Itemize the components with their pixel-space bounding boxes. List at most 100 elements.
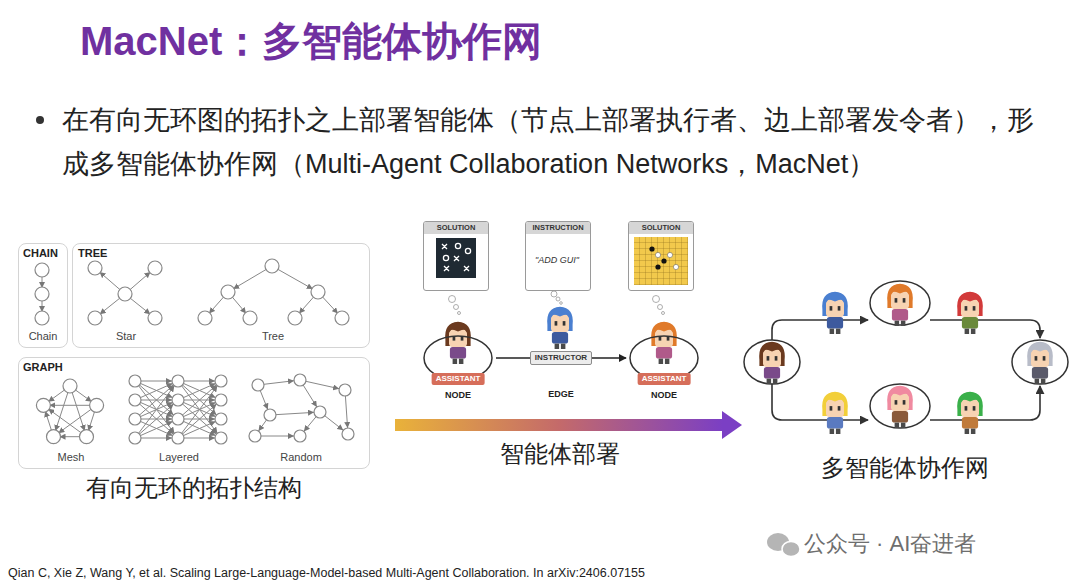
deployment-arrow [395,419,723,431]
graph-vertex [339,384,351,396]
graph-vertex [264,409,276,421]
graph-vertex [335,311,349,325]
node-text: Layered [159,451,199,463]
graph-edge [54,386,71,437]
panel-heading: GRAPH [23,361,63,373]
thought-bubbles [449,296,456,303]
panel-heading: TREE [78,247,107,259]
graph-vertex [35,311,49,325]
graph-edge [135,419,178,438]
role-badge: ASSISTANT [638,373,691,385]
thought-bubbles [454,305,459,310]
node-text: NODE [651,390,677,400]
collaboration-network [772,320,868,340]
card-header: SOLUTION [629,222,693,234]
graph-vertex [243,311,257,325]
collaboration-network [1012,340,1068,384]
tictactoe-marks [455,243,460,248]
collaboration-network [887,284,913,326]
collaboration-network [822,392,848,434]
assistant-character [651,322,677,364]
graph-edge [300,380,345,390]
graph-vertex [215,432,227,444]
figure-label: 有向无环的拓扑结构 [86,472,302,504]
topology-panel: GRAPHMeshLayeredRandom [18,357,370,469]
graph-edge [178,381,221,438]
collaboration-network [957,292,983,334]
graph-vertex [265,259,279,273]
graph-vertex [221,285,235,299]
bullet-dot [36,116,44,124]
collaboration-network [887,386,913,428]
wechat-icon [767,533,800,557]
gomoku-stones [649,246,654,251]
bullet-text: 在有向无环图的拓扑之上部署智能体（节点上部署执行者、边上部署发令者），形成多智能… [62,98,1052,186]
node-text: "ADD GUI" [535,255,579,265]
slide-title: MacNet：多智能体协作网 [80,14,542,69]
collaboration-network [759,342,785,384]
graph-vertex [35,263,49,277]
collaboration-network [930,386,1040,420]
graph-vertex [63,379,77,393]
graph-vertex [129,432,141,444]
graph-vertex [342,428,354,440]
assistant-node: ASSISTANT NODE [626,318,702,408]
collaboration-network [930,320,1040,338]
graph-vertex [294,430,306,442]
graph-vertex [118,287,132,301]
collaboration-network [870,281,930,325]
graph-vertex [215,375,227,387]
tree-figure [198,259,349,325]
graph-vertex [172,375,184,387]
tictactoe-marks [443,255,448,260]
graph-edge [70,386,87,437]
edge-caption: EDGE [548,389,574,399]
tictactoe-marks [442,244,469,271]
graph-vertex [47,430,61,444]
graph-edge [255,436,300,437]
thought-bubbles [551,291,557,297]
graph-vertex [88,311,102,325]
collaboration-network [772,384,868,420]
collaboration-network [744,281,1068,428]
star-figure [88,261,162,325]
graph-vertex [215,394,227,406]
topology-panel: CHAINChain [18,243,68,348]
graph-edge [135,381,178,400]
tictactoe-marks [442,243,471,271]
graph-edge [178,381,221,400]
gomoku-stones [649,246,678,269]
graph-edge [178,419,221,438]
thought-bubbles [458,312,461,315]
graph-edge [135,381,178,400]
graph-vertex [88,261,102,275]
gomoku-board [634,237,688,285]
tictactoe-board [436,238,476,278]
graph-vertex [311,285,325,299]
watermark: 公众号 · AI奋进者 [804,529,976,559]
assistant-node: ASSISTANTNODE [420,318,496,408]
deployment-arrow [395,411,742,439]
instruction-card: INSTRUCTION"ADD GUI" [525,221,591,291]
graph-edge [43,405,96,406]
thought-bubbles [662,312,665,315]
graph-edge [178,419,221,438]
graph-vertex [129,413,141,425]
collaboration-network [744,340,800,384]
assistant-character [445,322,471,364]
graph-edge [345,390,348,434]
gomoku-grid [634,237,688,285]
citation: Qian C, Xie Z, Wang Y, et al. Scaling La… [8,566,645,580]
collaboration-network [957,392,983,434]
graph-edge [228,266,272,292]
graph-vertex [36,398,50,412]
graph-vertex [252,379,264,391]
graph-vertex [148,311,162,325]
node-text: Chain [29,330,58,342]
topology-panel: TREEStarTree [72,243,370,348]
card-ground [630,221,692,291]
card-ground [425,221,487,291]
graph-edge [272,266,318,292]
deployment-arrow [722,411,742,439]
card-ground [527,221,589,291]
